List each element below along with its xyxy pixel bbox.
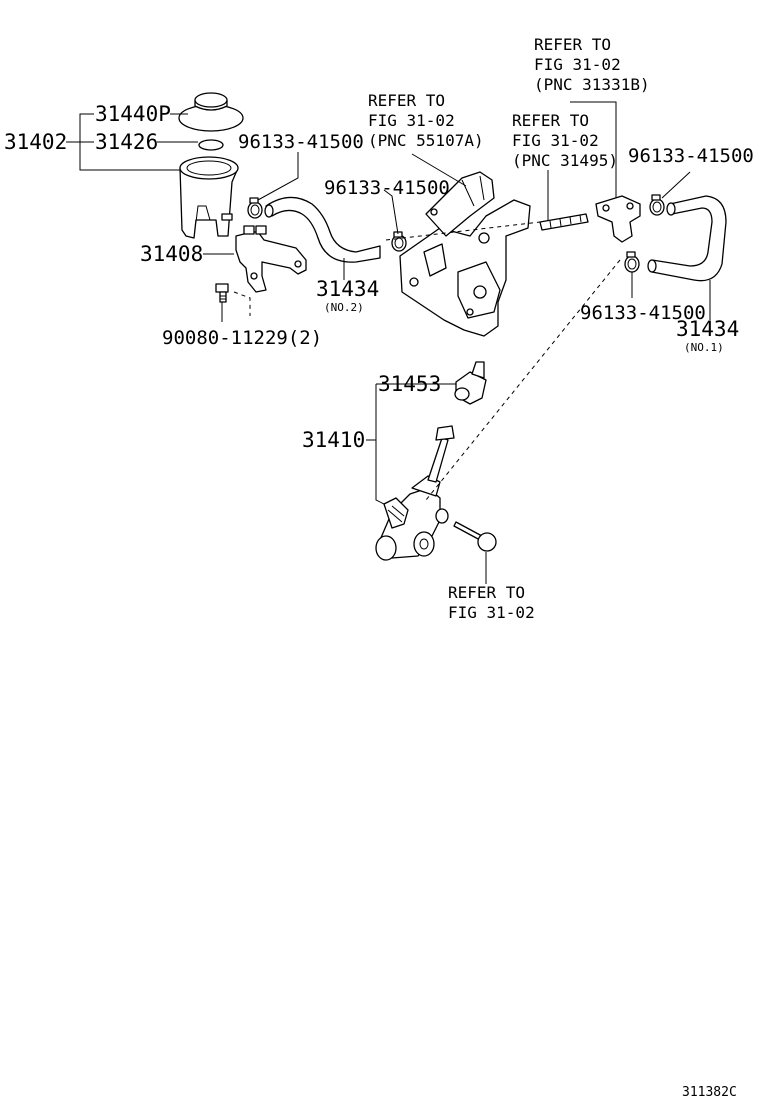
ref-pipe-line2: FIG 31-02 (512, 131, 599, 150)
label-clamp-right-upper: 96133-41500 (628, 145, 754, 167)
hose-clamp-mid[interactable] (391, 231, 407, 252)
clevis[interactable] (595, 195, 641, 243)
cylinder-inlet-fitting[interactable] (454, 361, 487, 405)
label-clamp-right-lower: 96133-41500 (580, 302, 706, 324)
ref-top-line2: FIG 31-02 (534, 55, 621, 74)
label-hose-no1-sub: (NO.1) (684, 341, 724, 354)
label-31453: 31453 (378, 372, 441, 396)
label-31426: 31426 (95, 130, 158, 154)
ref-bottom-line1: REFER TO (448, 583, 525, 602)
label-hose-no2-sub: (NO.2) (324, 301, 364, 314)
mounting-bolt[interactable] (215, 283, 229, 303)
reservoir-gasket[interactable] (198, 139, 224, 151)
ref-pipe: REFER TO FIG 31-02 (PNC 31495) (512, 111, 618, 170)
ref-bracket-line3: (PNC 55107A) (368, 131, 484, 150)
hose-clamp-right-upper[interactable] (649, 194, 665, 216)
figure-code: 311382C (682, 1085, 737, 1100)
ref-top: REFER TO FIG 31-02 (PNC 31331B) (534, 35, 650, 94)
clutch-master-cylinder[interactable] (375, 425, 455, 561)
hose-clamp-left[interactable] (247, 197, 263, 219)
hose-no1[interactable] (647, 195, 727, 282)
ref-bracket: REFER TO FIG 31-02 (PNC 55107A) (368, 91, 484, 150)
ref-bracket-line1: REFER TO (368, 91, 445, 110)
reservoir-bracket[interactable] (235, 225, 307, 293)
label-clamp-mid: 96133-41500 (324, 177, 450, 199)
label-hose-no2: 31434 (316, 277, 379, 301)
ref-pipe-line3: (PNC 31495) (512, 151, 618, 170)
label-31410: 31410 (302, 428, 365, 452)
leader-lines (66, 101, 711, 584)
ref-bottom-line2: FIG 31-02 (448, 603, 535, 622)
label-hose-no1: 31434 (676, 317, 739, 341)
label-31402: 31402 (4, 130, 67, 154)
ref-bracket-line2: FIG 31-02 (368, 111, 455, 130)
label-clamp-left: 96133-41500 (238, 131, 364, 153)
ref-bottom: REFER TO FIG 31-02 (448, 583, 535, 622)
pushrod-bolt[interactable] (453, 521, 497, 552)
label-31408: 31408 (140, 242, 203, 266)
reservoir-body[interactable] (179, 156, 239, 239)
ref-pipe-line1: REFER TO (512, 111, 589, 130)
hose-clamp-right-lower[interactable] (624, 251, 640, 273)
reservoir-cap[interactable] (178, 92, 244, 132)
ref-top-line1: REFER TO (534, 35, 611, 54)
ref-top-line3: (PNC 31331B) (534, 75, 650, 94)
label-31440p: 31440P (95, 102, 171, 126)
pushrod-pin[interactable] (539, 213, 589, 231)
hose-no2[interactable] (264, 196, 381, 263)
label-bolt: 90080-11229(2) (162, 327, 322, 349)
